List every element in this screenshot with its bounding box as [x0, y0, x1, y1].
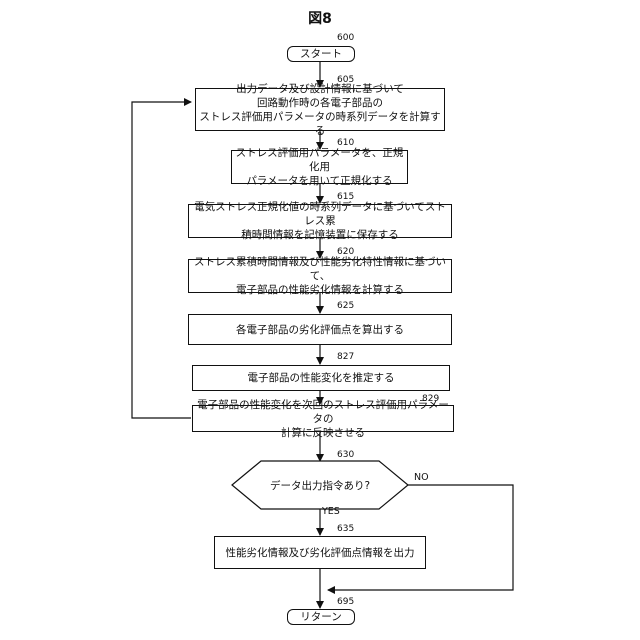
start-terminal: スタート — [287, 46, 355, 62]
ref-695: 695 — [337, 597, 354, 607]
end-terminal: リターン — [287, 609, 355, 625]
step-620-box: ストレス累積時間情報及び性能劣化特性情報に基づいて、 電子部品の性能劣化情報を計… — [188, 259, 452, 293]
step-829-box: 電子部品の性能変化を次回のストレス評価用パラメータの 計算に反映させる — [192, 405, 454, 432]
ref-615: 615 — [337, 192, 354, 202]
step-625-box: 各電子部品の劣化評価点を算出する — [188, 314, 452, 345]
ref-600: 600 — [337, 33, 354, 43]
ref-630: 630 — [337, 450, 354, 460]
ref-625: 625 — [337, 301, 354, 311]
no-label: NO — [414, 472, 429, 483]
ref-620: 620 — [337, 247, 354, 257]
step-827-box: 電子部品の性能変化を推定する — [192, 365, 450, 391]
step-605-box: 出力データ及び設計情報に基づいて 回路動作時の各電子部品の ストレス評価用パラメ… — [195, 88, 445, 131]
decision-630-text: データ出力指令あり? — [261, 478, 379, 493]
step-610-box: ストレス評価用パラメータを、正規化用 パラメータを用いて正規化する — [231, 150, 408, 184]
ref-610: 610 — [337, 138, 354, 148]
step-615-box: 電気ストレス正規化値の時系列データに基づいてストレス累 積時間情報を記憶装置に保… — [188, 204, 452, 238]
ref-829: 829 — [422, 394, 439, 404]
ref-827: 827 — [337, 352, 354, 362]
loop-back-line — [132, 102, 191, 418]
yes-label: YES — [322, 506, 340, 517]
step-635-box: 性能劣化情報及び劣化評価点情報を出力 — [214, 536, 426, 569]
ref-605: 605 — [337, 75, 354, 85]
ref-635: 635 — [337, 524, 354, 534]
